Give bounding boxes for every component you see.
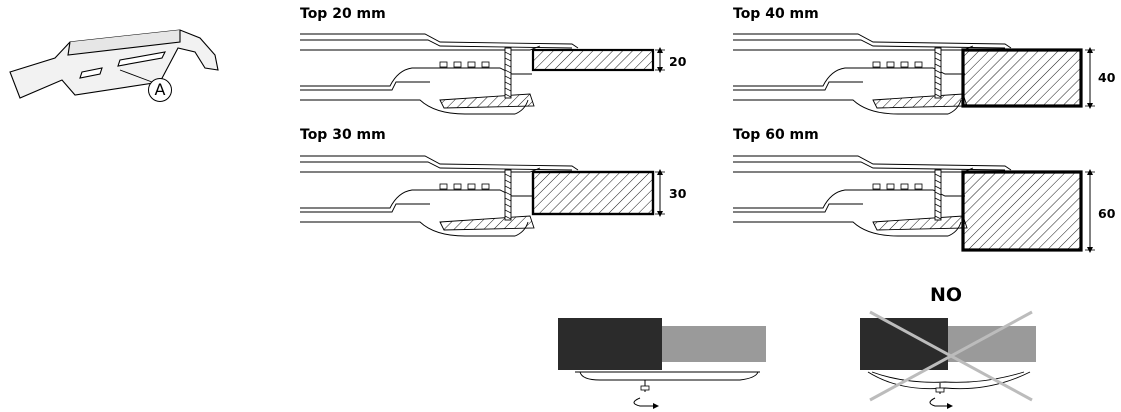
section-panel-top-30 — [300, 155, 665, 237]
countertop-dark-block — [558, 318, 662, 370]
panel-title-top-60: Top 60 mm — [733, 127, 819, 143]
wrong-label: NO — [930, 284, 963, 306]
countertop-section — [531, 170, 655, 216]
section-panel-top-60 — [733, 155, 1095, 253]
dimension-label-40: 40 — [1098, 70, 1116, 85]
clip-callout-a: A — [148, 78, 172, 102]
rotate-arrow-icon — [929, 397, 953, 409]
correct-installation-illustration — [558, 318, 766, 409]
dimension-label-20: 20 — [669, 54, 687, 69]
panel-title-top-40: Top 40 mm — [733, 6, 819, 22]
dimension-label-30: 30 — [669, 186, 687, 201]
section-panel-top-20 — [300, 33, 665, 115]
countertop-dark-block — [860, 318, 948, 370]
countertop-grey-block — [948, 326, 1036, 362]
countertop-section — [531, 48, 655, 72]
dimension-label-60: 60 — [1098, 206, 1116, 221]
panel-title-top-20: Top 20 mm — [300, 6, 386, 22]
wrong-installation-illustration — [860, 310, 1036, 409]
panel-title-top-30: Top 30 mm — [300, 127, 386, 143]
rotate-arrow-icon — [633, 397, 659, 409]
countertop-grey-block — [662, 326, 766, 362]
fixing-clip-illustration — [9, 29, 219, 99]
section-panel-top-40 — [733, 33, 1095, 115]
cross-mark — [869, 310, 1033, 402]
countertop-section — [961, 48, 1083, 108]
countertop-section — [961, 170, 1083, 252]
